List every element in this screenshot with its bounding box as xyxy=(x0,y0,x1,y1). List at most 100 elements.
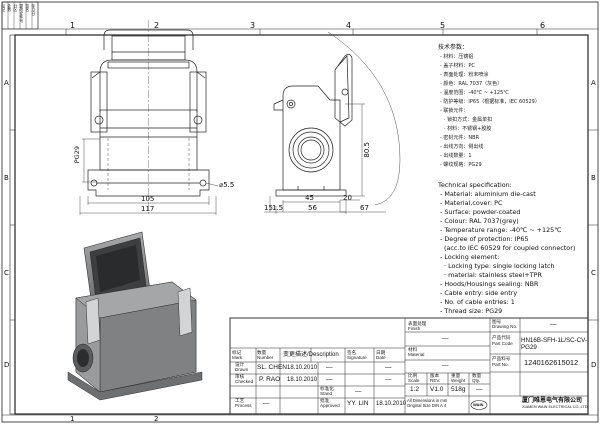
border-row-a-right: A xyxy=(591,79,596,87)
rev-block-zone: 分区 xyxy=(13,4,19,12)
title-block-grid xyxy=(229,317,589,415)
tb-drawn-en: Drawn xyxy=(235,367,249,372)
isometric-render xyxy=(67,231,203,401)
tb-qty-value: — xyxy=(476,386,483,393)
tb-stand-value: — xyxy=(355,388,362,395)
tb-header-date: 日期 Date xyxy=(376,350,386,361)
tb-drawn-dash-2: — xyxy=(385,364,392,371)
spec-en-line: - Colour: RAL 7037(grey) xyxy=(440,217,519,225)
spec-cn-line: - 温度范围：-40℃ ~ +125℃ xyxy=(440,90,509,96)
dim-20: 20 xyxy=(343,194,352,202)
tb-weight-en: Weight xyxy=(451,378,466,383)
spec-en-title: Technical specification: xyxy=(438,181,512,189)
tb-drawn-cn: 设计 xyxy=(235,362,245,367)
border-row-a: A xyxy=(4,79,9,87)
front-view-drawing xyxy=(87,20,210,215)
border-col-3: 3 xyxy=(250,21,256,30)
tb-weight-cn: 重量 xyxy=(451,373,461,378)
rev-block-file: 更改文件号 xyxy=(19,4,25,23)
tb-company-en: XIAMEN WAIN ELECTRICAL CO.,LTD. xyxy=(522,405,589,409)
side-view-drawing xyxy=(273,54,353,197)
border-row-c-right: C xyxy=(591,269,596,277)
tb-scale-en: Scale xyxy=(408,378,420,383)
tb-process-en: Process xyxy=(235,403,252,408)
tb-material-cn: 材料 xyxy=(408,347,418,352)
border-row-c: C xyxy=(4,269,9,277)
tb-dim-note: All Dimensions in mm Original Size DIN A… xyxy=(407,398,448,409)
tb-part-code-en: Part Code xyxy=(492,341,513,346)
rev-block-count: 处数 xyxy=(7,4,13,12)
tb-drawing-no-cn: 图号 xyxy=(492,319,502,324)
front-view-dimensions xyxy=(79,138,219,215)
dim-45: 45 xyxy=(305,194,314,202)
border-col-4: 4 xyxy=(346,21,352,30)
tb-approved-name: YY. LIN xyxy=(347,400,369,407)
tb-weight-value: 518g xyxy=(451,386,466,393)
dim-15: 15 xyxy=(264,204,273,212)
spec-cn-line: · 锁扣方式：金属单扣 xyxy=(444,117,493,123)
border-col-2: 2 xyxy=(154,21,160,30)
tb-part-code-cn: 产品代码 xyxy=(492,335,511,340)
tb-checked-en: Checked xyxy=(235,379,254,384)
tb-process-value: — xyxy=(263,400,270,407)
border-row-d-right: D xyxy=(591,361,597,369)
tb-header-qty: 数量 Number xyxy=(257,350,274,361)
spec-en-line: - Cable entry: side entry xyxy=(440,289,518,297)
tb-checked-cn: 审核 xyxy=(235,374,245,379)
tb-checked-name: P. RAO xyxy=(259,376,281,383)
border-row-b-right: B xyxy=(591,174,596,182)
tb-scale-cn: 比例 xyxy=(408,373,418,378)
spec-cn-line: - 联锁元件： xyxy=(440,108,469,114)
tb-header-sign: 签名 Signature xyxy=(347,350,367,361)
side-view-dimensions xyxy=(264,103,386,214)
spec-cn-line: - 出线数量：1 xyxy=(440,153,472,159)
spec-en-line: - Temperature range: -40℃ ~ +125℃ xyxy=(440,226,562,234)
spec-en-line: - Locking element: xyxy=(440,253,500,261)
tb-part-code-value: HN16B-SFH-1L/SC-CV-PG29 xyxy=(521,337,588,352)
rev-block-sign: 签名 xyxy=(25,4,31,12)
border-row-d: D xyxy=(4,361,10,369)
spec-cn-line: · 材料：不锈钢+胶胶 xyxy=(444,126,492,132)
tb-finish-en: Finish xyxy=(408,326,421,331)
tb-header-mark: 标记 Mark xyxy=(232,350,243,361)
spec-cn-line: - 出线方向：侧出线 xyxy=(440,144,484,150)
spec-en-line: · material: stainless steel+TPR xyxy=(444,271,542,279)
tb-stand-en: Stand xyxy=(320,391,333,396)
tb-finish-cn: 表面处理 xyxy=(408,321,427,326)
tb-company-cn: 厦门唯恩电气有限公司 xyxy=(522,398,583,404)
side-view-arc xyxy=(327,31,401,206)
spec-en-line: - Surface: powder-coated xyxy=(440,208,521,216)
dim-80-5: 80.5 xyxy=(363,142,371,158)
border-col-5: 5 xyxy=(440,21,446,30)
tb-qty-cn: 数量 xyxy=(472,373,482,378)
tb-approved-date: 18.10.2010 xyxy=(376,401,407,407)
tb-part-no-en: Part No. xyxy=(492,362,509,367)
tb-part-no-value: 1240162615012 xyxy=(524,358,579,367)
dim-67: 67 xyxy=(360,204,369,212)
tb-part-no-cn: 产品料号 xyxy=(492,356,511,361)
tb-material-value: — xyxy=(442,362,449,369)
tb-checked-date: 18.10.2010 xyxy=(287,377,318,383)
spec-en-line: - Thread size: PG29 xyxy=(440,307,503,315)
tb-drawing-no-en: Drawing No. xyxy=(492,324,518,329)
tb-approved-cn: 批准 xyxy=(320,398,330,403)
spec-cn-line: - 表面处理：粉末喷涂 xyxy=(440,72,489,78)
border-col-1: 1 xyxy=(70,21,76,30)
tb-finish-value: — xyxy=(442,335,449,342)
tb-rev-value: V1.0 xyxy=(430,386,444,393)
spec-en-line: - Hoods/Housings sealing: NBR xyxy=(440,280,539,288)
tb-qty-en: Qty. xyxy=(472,378,481,383)
tb-drawn-name: SL. CHEN xyxy=(257,364,287,371)
spec-cn-line: - 密封元件：NBR xyxy=(440,135,480,141)
spec-en-line: - Material: aluminium die-cast xyxy=(440,190,536,198)
border-bot-1: 1 xyxy=(70,415,75,423)
spec-en-line: · Locking type: single locking latch xyxy=(444,262,555,270)
spec-cn-title: 技术参数： xyxy=(438,44,469,51)
border-col-6: 6 xyxy=(540,21,546,30)
dim-1-5: 1.5 xyxy=(272,204,284,212)
tb-rev-en: REV. xyxy=(430,378,441,383)
dim-56: 56 xyxy=(308,204,317,212)
dim-105: 105 xyxy=(141,195,155,203)
tb-logo-text: WAIN xyxy=(473,402,484,407)
tb-approved-en: Approved xyxy=(320,403,340,408)
